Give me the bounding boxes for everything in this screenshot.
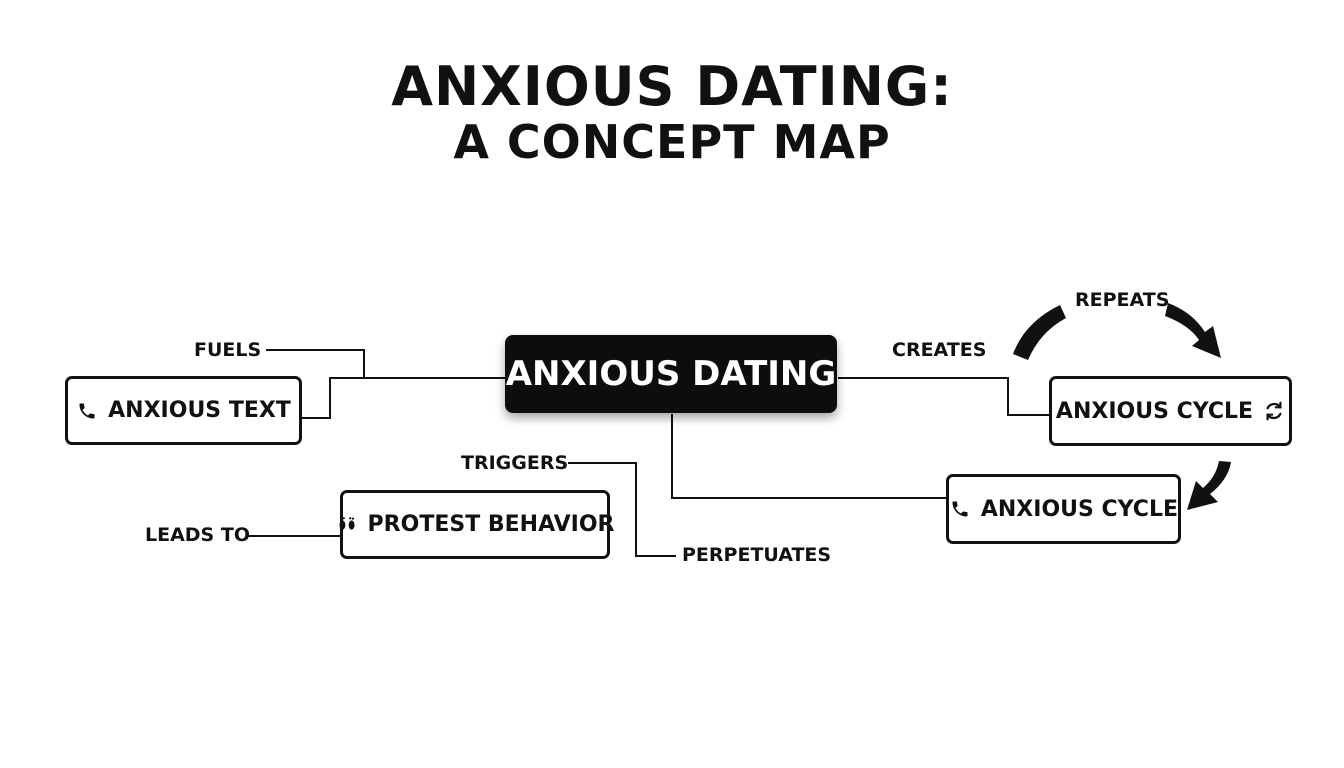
triggers-connector: [568, 462, 676, 557]
node-protest-behavior-label: PROTEST BEHAVIOR: [367, 512, 615, 537]
node-anxious-cycle-bottom[interactable]: ANXIOUS CYCLE: [946, 474, 1181, 544]
edge-label-repeats: REPEATS: [1075, 289, 1170, 311]
node-anxious-cycle-bottom-label: ANXIOUS CYCLE: [980, 496, 1178, 522]
cycle-down-arrow: [1187, 461, 1231, 510]
refresh-icon: [1263, 400, 1285, 422]
repeats-arrow-left: [1013, 305, 1066, 360]
edge-label-triggers: TRIGGERS: [461, 452, 569, 474]
phone-icon: [949, 498, 971, 520]
edge-label-perpetuates: PERPETUATES: [682, 544, 832, 566]
phone-icon: [76, 400, 98, 422]
footprints-icon: [336, 514, 358, 536]
repeats-arrow-right: [1165, 303, 1221, 358]
title-line-2: A CONCEPT MAP: [453, 115, 891, 169]
creates-connector: [838, 377, 1050, 416]
node-anxious-text[interactable]: ANXIOUS TEXT: [65, 376, 302, 445]
anxious-text-connector: [302, 377, 364, 419]
fuels-connector: [266, 349, 505, 379]
edge-label-leads-to: LEADS TO: [145, 524, 250, 546]
node-anxious-cycle-top-label: ANXIOUS CYCLE: [1055, 398, 1254, 424]
node-anxious-cycle-top[interactable]: ANXIOUS CYCLE: [1049, 376, 1292, 446]
edge-label-creates: CREATES: [892, 339, 987, 361]
center-node-anxious-dating[interactable]: ANXIOUS DATING: [505, 335, 837, 413]
node-protest-behavior[interactable]: PROTEST BEHAVIOR: [339, 490, 614, 559]
title-line-1: ANXIOUS DATING:: [391, 55, 953, 118]
edge-label-fuels: FUELS: [194, 339, 262, 361]
node-anxious-text-label: ANXIOUS TEXT: [108, 398, 291, 423]
center-node-label: ANXIOUS DATING: [505, 354, 837, 394]
center-to-bottom-cycle-connector: [671, 414, 946, 499]
